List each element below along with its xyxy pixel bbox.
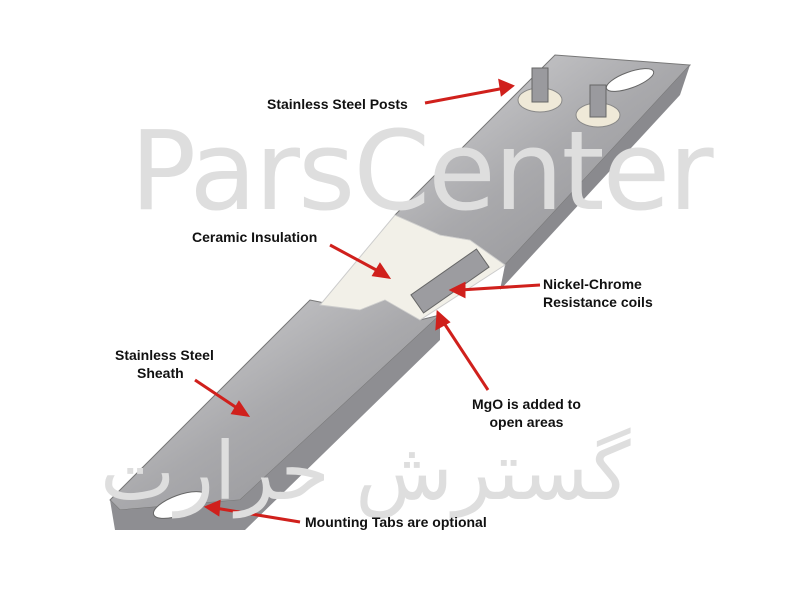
label-mgo: MgO is added to open areas [472,395,581,431]
watermark-latin: ParsCenter [130,107,714,235]
sheath-lower-rim [110,315,440,530]
watermark-persian: گسترش حرارت [100,425,631,518]
mounting-slot-top [605,68,655,92]
label-coils-line2: Resistance coils [543,294,653,310]
mounting-slot [152,491,208,519]
label-posts: Stainless Steel Posts [267,96,408,112]
label-tabs: Mounting Tabs are optional [305,514,487,530]
sheath-rim [500,65,690,290]
label-mgo-line1: MgO is added to [472,396,581,412]
label-coils-line1: Nickel-Chrome [543,276,642,292]
stainless-posts [517,67,621,128]
label-mgo-line2: open areas [489,414,564,430]
arrows [194,78,541,524]
label-sheath-line2: Sheath [137,365,184,381]
label-coils: Nickel-Chrome Resistance coils [543,275,653,311]
label-ceramic: Ceramic Insulation [192,229,318,245]
label-sheath-line1: Stainless Steel [115,347,214,363]
label-sheath: Stainless Steel Sheath [115,346,214,382]
